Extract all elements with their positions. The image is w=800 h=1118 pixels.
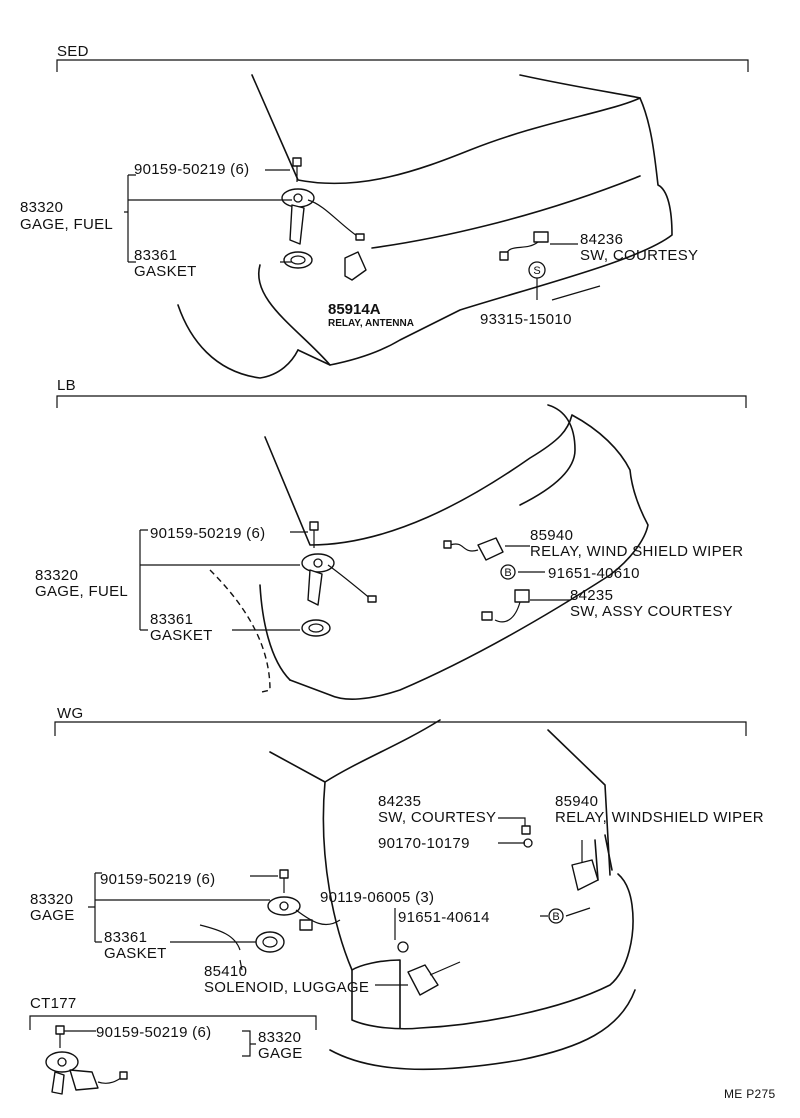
section-sed: SED	[20, 43, 749, 379]
car-trunk-lip-sed	[371, 175, 641, 249]
fuel-gage-icon	[301, 553, 377, 606]
label-nut-num-wg: 90170-10179	[378, 835, 470, 852]
car-door-wg	[351, 959, 401, 1029]
label-sw-name-lb: SW, ASSY COURTESY	[570, 603, 733, 620]
label-sw-num-lb: 84235	[570, 587, 613, 604]
figure-code: ME P275	[724, 1087, 775, 1101]
label-relay-num-sed: 85914A	[328, 301, 381, 318]
label-relay-num-lb: 85940	[530, 527, 573, 544]
section-title-lb: LB	[57, 377, 76, 394]
label-bolt2-num-lb: 91651-40610	[548, 565, 640, 582]
courtesy-switch-icon	[499, 231, 549, 261]
gasket-icon	[301, 619, 331, 637]
fuel-gage-icon	[45, 1051, 128, 1095]
label-gage-name-ct177: GAGE	[258, 1045, 303, 1062]
svg-text:B: B	[504, 567, 511, 579]
gasket-icon	[255, 931, 285, 953]
label-bolt-sed: 90159-50219 (6)	[134, 161, 249, 178]
car-roof-sed	[519, 74, 641, 99]
label-sw-name-wg: SW, COURTESY	[378, 809, 496, 826]
bolt-marker-icon: B	[500, 564, 516, 580]
section-title-wg: WG	[57, 705, 83, 722]
label-solenoid-num-wg: 85410	[204, 963, 247, 980]
courtesy-switch-icon	[481, 589, 530, 623]
label-screw-num-sed: 93315-15010	[480, 311, 572, 328]
label-gage-num-lb: 83320	[35, 567, 78, 584]
section-lb: LB B	[35, 377, 747, 700]
label-bolt-ct177: 90159-50219 (6)	[96, 1024, 211, 1041]
label-sw-name-sed: SW, COURTESY	[580, 247, 698, 264]
car-fender-lb	[259, 584, 291, 681]
label-solenoid-name-wg: SOLENOID, LUGGAGE	[204, 979, 369, 996]
section-ct177: CT177 90159-50219 (6) 83320 GAGE	[29, 995, 317, 1095]
label-gage-name-wg: GAGE	[30, 907, 75, 924]
bolt-icon	[292, 157, 302, 182]
label-gasket-name-sed: GASKET	[134, 263, 197, 280]
svg-text:B: B	[552, 911, 559, 923]
section-wg: WG B	[30, 705, 764, 1071]
label-gasket-num-sed: 83361	[134, 247, 177, 264]
fuel-gage-icon	[281, 188, 365, 245]
courtesy-switch-icon	[498, 817, 531, 835]
label-bolt-lb: 90159-50219 (6)	[150, 525, 265, 542]
section-title-ct177: CT177	[30, 995, 77, 1012]
bolt-icon	[55, 1025, 65, 1048]
label-sw-num-wg: 84235	[378, 793, 421, 810]
label-gage-name-sed: GAGE, FUEL	[20, 216, 113, 233]
car-wheelarch-lb	[209, 569, 271, 693]
label-gage-num-sed: 83320	[20, 199, 63, 216]
gasket-icon	[283, 251, 313, 269]
bolt-icon	[279, 869, 289, 893]
nut-icon	[523, 838, 533, 848]
section-bracket-ct177	[29, 1015, 317, 1030]
bolt-marker-icon: B	[548, 908, 564, 924]
car-pillar-wg	[594, 834, 613, 881]
label-relay-num-wg: 85940	[555, 793, 598, 810]
svg-text:S: S	[533, 265, 540, 277]
wiper-relay-icon	[443, 537, 504, 561]
car-bumper-wg	[329, 989, 636, 1071]
label-gasket-num-wg: 83361	[104, 929, 147, 946]
label-washer-num-wg: 90119-06005 (3)	[320, 889, 434, 906]
label-gasket-num-lb: 83361	[150, 611, 193, 628]
label-gasket-name-wg: GASKET	[104, 945, 167, 962]
label-sw-num-sed: 84236	[580, 231, 623, 248]
washer-icon	[397, 941, 409, 953]
label-gage-num-wg: 83320	[30, 891, 73, 908]
car-hatch-lb	[519, 404, 576, 506]
car-fender-sed	[257, 264, 331, 366]
section-title-sed: SED	[57, 43, 89, 60]
section-bracket-lb	[56, 395, 747, 408]
section-bracket-sed	[56, 59, 749, 72]
screw-marker-icon: S	[528, 261, 546, 279]
car-wheelarch-sed	[177, 304, 299, 379]
label-relay-name-lb: RELAY, WIND SHIELD WIPER	[530, 543, 743, 560]
wiper-relay-icon	[571, 840, 599, 891]
label-gasket-name-lb: GASKET	[150, 627, 213, 644]
car-body-wg	[269, 751, 634, 1030]
car-body-sed	[251, 74, 673, 366]
luggage-solenoid-icon	[407, 961, 461, 996]
antenna-relay-icon	[344, 251, 367, 281]
label-relay-name-sed: RELAY, ANTENNA	[328, 318, 414, 329]
section-bracket-wg	[54, 721, 747, 736]
label-bolt-wg: 90159-50219 (6)	[100, 871, 215, 888]
car-body-lb	[264, 414, 649, 700]
label-relay-name-wg: RELAY, WINDSHIELD WIPER	[555, 809, 764, 826]
label-gage-name-lb: GAGE, FUEL	[35, 583, 128, 600]
label-bolt2-num-wg: 91651-40614	[398, 909, 490, 926]
bolt-icon	[309, 521, 319, 548]
fuel-gage-icon	[267, 896, 341, 931]
label-gage-num-ct177: 83320	[258, 1029, 301, 1046]
car-roof-wg	[324, 719, 611, 876]
